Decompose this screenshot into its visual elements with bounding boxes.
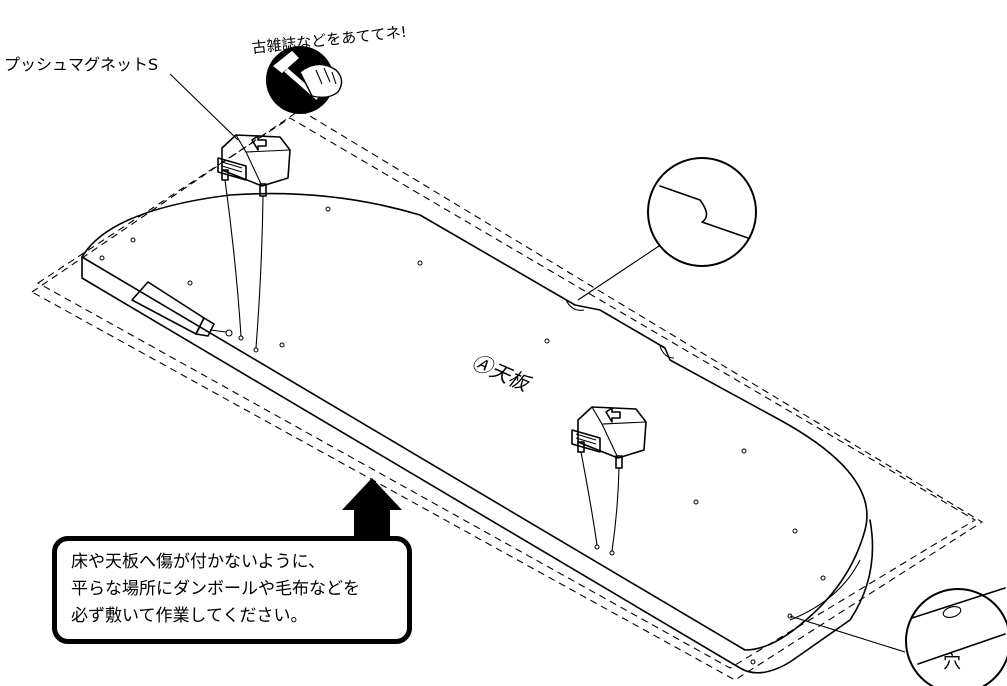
glue-tube [131, 281, 233, 337]
hole-label: 穴 [943, 652, 961, 673]
push-magnet-left [217, 134, 291, 349]
caution-line-3: 必ず敷いて作業してください。 [71, 606, 308, 626]
protective-sheet-outline [30, 109, 984, 681]
magnet-label: プッシュマグネットS [4, 55, 158, 74]
hammer-badge: 古雑誌などをあててネ! [251, 23, 408, 114]
up-arrow-icon [342, 478, 402, 536]
caution-line-2: 平らな場所にダンボールや毛布などを [71, 579, 360, 599]
caution-line-1: 床や天板へ傷が付かないように、 [71, 552, 326, 572]
panel-holes [99, 206, 826, 665]
magnet-label-leader [169, 73, 239, 141]
push-magnet-right [571, 406, 647, 552]
hole-detail-callout: 穴 [789, 587, 1007, 686]
panel-label: Ⓐ天板 [468, 349, 535, 397]
table-top-panel [81, 192, 874, 674]
hammer-badge-text: 古雑誌などをあててネ! [251, 23, 408, 57]
notch-detail-callout [577, 157, 757, 301]
caution-notice: 床や天板へ傷が付かないように、 平らな場所にダンボールや毛布などを 必ず敷いて作… [52, 536, 412, 644]
